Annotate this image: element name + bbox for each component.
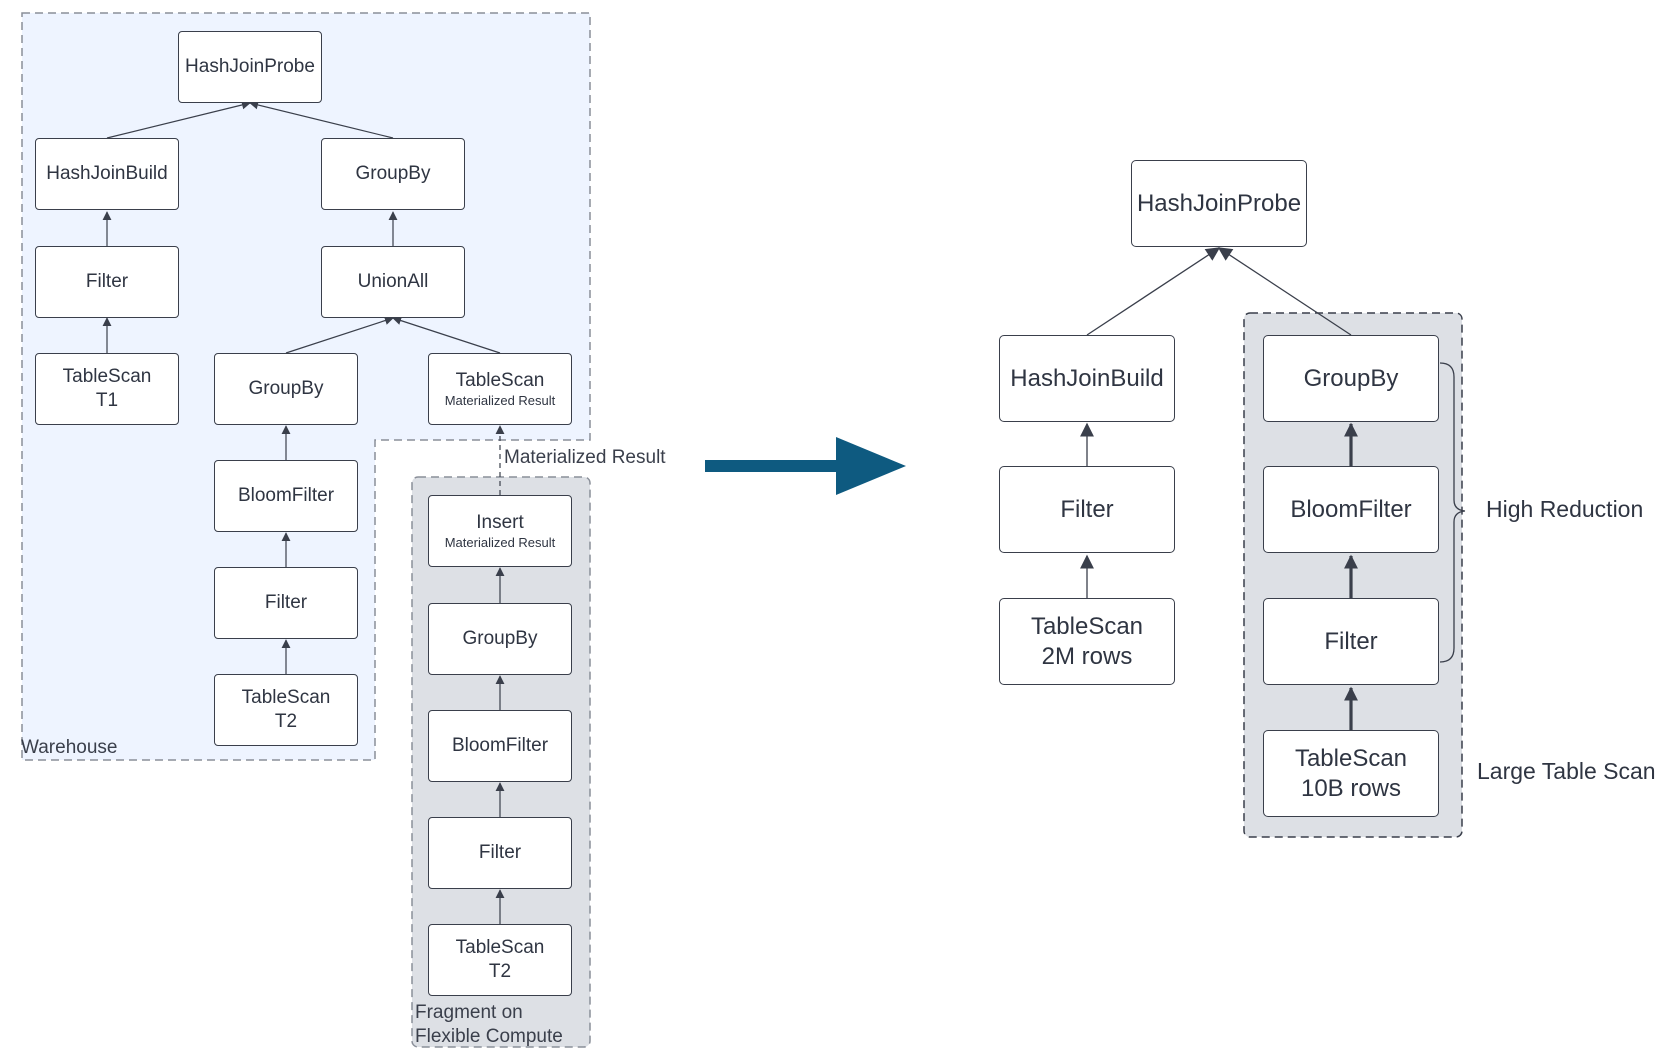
r-edge-build-probe xyxy=(1086,247,1221,336)
high-reduction-label: High Reduction xyxy=(1486,496,1644,522)
node-label: TableScan xyxy=(455,370,545,391)
node-label: Filter xyxy=(1324,627,1378,655)
node-label: GroupBy xyxy=(355,163,431,185)
r-edge-groupby-probe xyxy=(1217,247,1352,336)
node-label: Filter xyxy=(478,842,522,864)
node-label: HashJoinBuild xyxy=(46,163,168,185)
node-label: HashJoinProbe xyxy=(185,56,315,78)
node-group-by-mid: GroupBy xyxy=(214,353,358,425)
node-sublabel: Materialized Result xyxy=(444,534,556,550)
node-label: GroupBy xyxy=(1303,364,1399,392)
warehouse-label: Warehouse xyxy=(21,737,118,758)
edge-groupby-probe xyxy=(249,100,394,139)
node-label: TableScan xyxy=(455,937,545,959)
node-union-all: UnionAll xyxy=(321,246,465,318)
node-label: GroupBy xyxy=(462,628,538,650)
right-reduction-region xyxy=(1243,312,1463,838)
node-insert: Insert Materialized Result xyxy=(428,495,572,567)
node-sublabel: T1 xyxy=(95,390,119,411)
r-node-hash-join-probe: HashJoinProbe xyxy=(1131,160,1307,247)
node-filter-mid: Filter xyxy=(214,567,358,639)
fragment-label-line2: Flexible Compute xyxy=(415,1026,563,1047)
node-label: GroupBy xyxy=(248,378,324,400)
r-node-table-scan-right: TableScan 10B rows xyxy=(1263,730,1439,817)
node-table-scan-materialized: TableScan Materialized Result xyxy=(428,353,572,425)
node-hash-join-build: HashJoinBuild xyxy=(35,138,179,210)
node-label: Filter xyxy=(85,271,129,293)
r-node-filter-left: Filter xyxy=(999,466,1175,553)
high-reduction-brace xyxy=(1439,362,1466,663)
large-table-scan-label: Large Table Scan xyxy=(1477,758,1656,784)
node-sublabel: T2 xyxy=(274,711,298,732)
node-hash-join-probe: HashJoinProbe xyxy=(178,31,322,103)
edge-build-probe xyxy=(106,100,251,139)
node-label: TableScan xyxy=(241,687,331,709)
node-group-by-top: GroupBy xyxy=(321,138,465,210)
materialized-result-edge-label: Materialized Result xyxy=(504,447,666,468)
node-label: TableScan xyxy=(62,366,152,388)
node-filter-fragment: Filter xyxy=(428,817,572,889)
node-sublabel: 2M rows xyxy=(1041,642,1133,670)
r-node-table-scan-left: TableScan 2M rows xyxy=(999,598,1175,685)
node-sublabel: Materialized Result xyxy=(444,392,556,408)
node-label: UnionAll xyxy=(357,271,429,293)
r-node-group-by: GroupBy xyxy=(1263,335,1439,422)
node-filter-t1: Filter xyxy=(35,246,179,318)
node-label: Filter xyxy=(1060,495,1114,523)
node-label: HashJoinProbe xyxy=(1136,189,1302,217)
node-label: BloomFilter xyxy=(237,485,335,507)
node-label: TableScan xyxy=(1294,744,1408,772)
node-label: BloomFilter xyxy=(451,735,549,757)
node-table-scan-fragment: TableScan T2 xyxy=(428,924,572,996)
node-label: Insert xyxy=(476,512,524,533)
node-label: HashJoinBuild xyxy=(1010,364,1164,392)
transition-arrow xyxy=(705,437,906,495)
node-table-scan-t1: TableScan T1 xyxy=(35,353,179,425)
r-node-hash-join-build: HashJoinBuild xyxy=(999,335,1175,422)
node-sublabel: T2 xyxy=(488,961,512,982)
edge-scanmr-union xyxy=(392,316,501,354)
node-bloom-filter-fragment: BloomFilter xyxy=(428,710,572,782)
node-label: BloomFilter xyxy=(1290,495,1412,523)
node-bloom-filter-mid: BloomFilter xyxy=(214,460,358,532)
node-sublabel: 10B rows xyxy=(1300,774,1402,802)
edge-groupby-union xyxy=(285,316,394,354)
fragment-label-line1: Fragment on xyxy=(415,1002,523,1023)
node-table-scan-t2: TableScan T2 xyxy=(214,674,358,746)
node-label: TableScan xyxy=(1030,612,1144,640)
r-node-filter-right: Filter xyxy=(1263,598,1439,685)
node-label: Filter xyxy=(264,592,308,614)
r-node-bloom-filter: BloomFilter xyxy=(1263,466,1439,553)
node-group-by-fragment: GroupBy xyxy=(428,603,572,675)
